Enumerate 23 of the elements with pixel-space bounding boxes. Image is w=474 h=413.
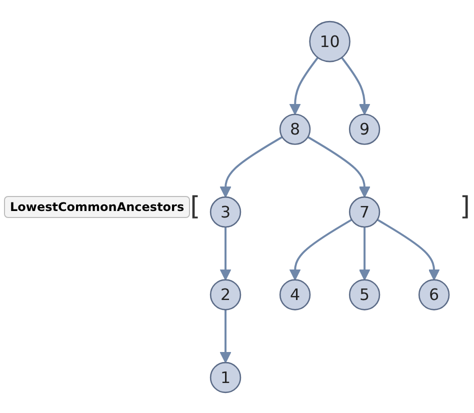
node-circle [349, 113, 380, 144]
arrow [341, 56, 371, 114]
node-circle [210, 361, 242, 393]
bracket: [ [190, 192, 200, 222]
arrow [220, 136, 283, 198]
node-circle [418, 278, 450, 310]
arrow [289, 56, 319, 114]
node-circle [210, 278, 242, 310]
function-name: LowestCommonAncestors [4, 196, 190, 218]
node-circle [349, 278, 380, 310]
bracket: ] [460, 192, 470, 222]
tree-graph: 10 8 9 3 7 2 4 5 6 1 [200, 10, 460, 402]
arrow [220, 226, 232, 280]
arrow [289, 218, 352, 280]
node-circle [309, 20, 351, 62]
arrow [359, 226, 371, 280]
arrow [308, 136, 371, 198]
arrow [220, 309, 232, 363]
arrow [377, 218, 440, 280]
node-circle [280, 278, 311, 310]
node-circle [280, 113, 311, 144]
node-circle [349, 196, 380, 228]
node-circle [210, 196, 242, 228]
